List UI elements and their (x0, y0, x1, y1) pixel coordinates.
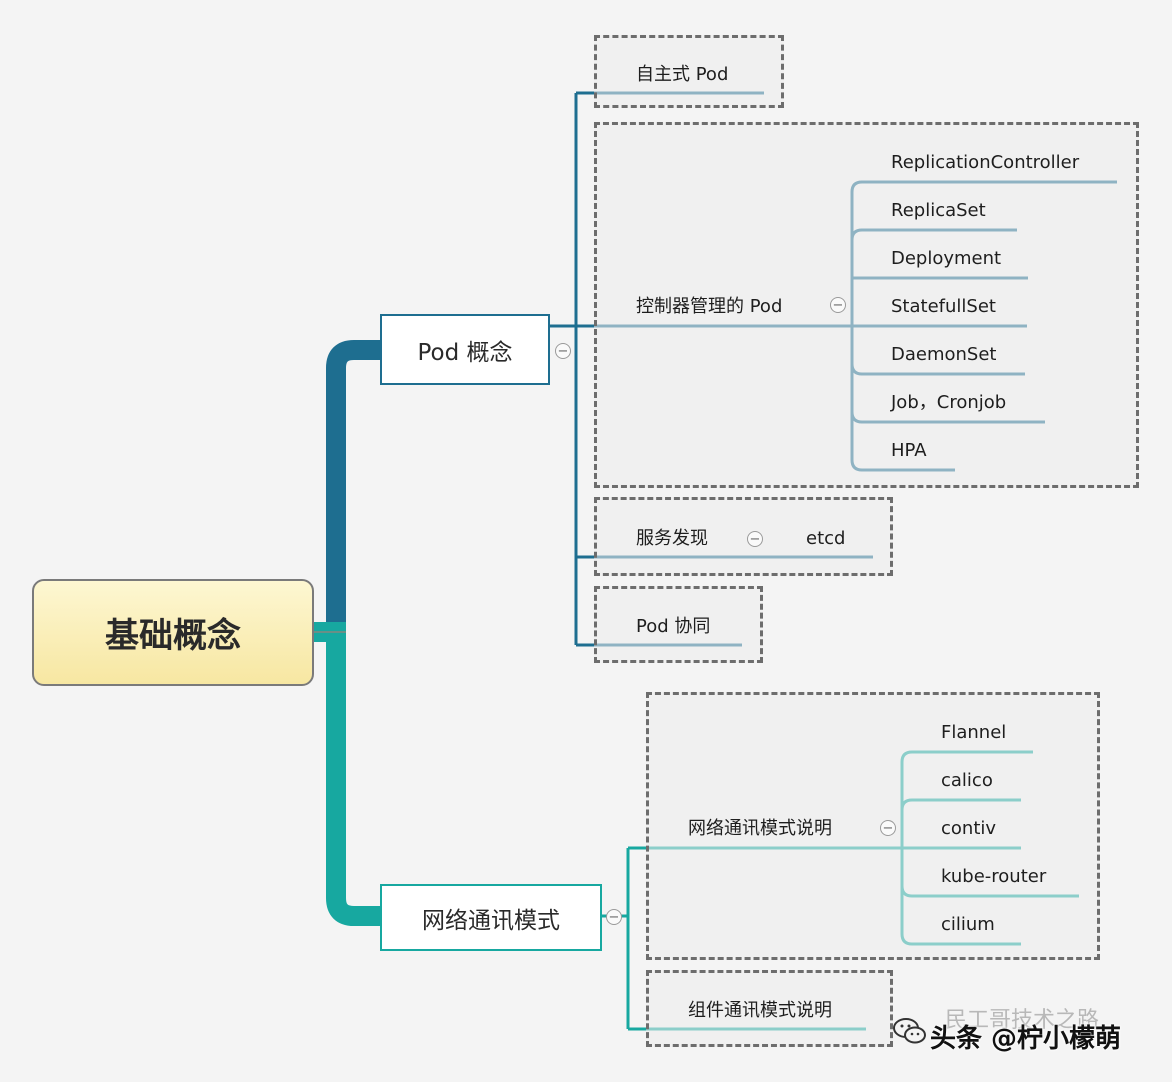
pod-concept-label: Pod 概念 (417, 339, 513, 366)
controller-item[interactable]: DaemonSet (891, 344, 997, 365)
controller-item[interactable]: ReplicationController (891, 152, 1080, 173)
controller-collapse-icon[interactable]: − (830, 297, 846, 313)
self-pod-frame (594, 35, 784, 108)
controller-item[interactable]: HPA (891, 440, 927, 461)
controller-label[interactable]: 控制器管理的 Pod (636, 296, 783, 317)
self-pod-label[interactable]: 自主式 Pod (636, 64, 729, 85)
network-collapse-icon[interactable]: − (606, 909, 622, 925)
controller-item[interactable]: Deployment (891, 248, 1002, 269)
component-desc-frame (646, 970, 893, 1047)
network-plugin-item[interactable]: cilium (941, 914, 995, 935)
service-discovery-frame (594, 497, 893, 576)
pod-concept-collapse-icon[interactable]: − (555, 343, 571, 359)
pod-cooperation-label[interactable]: Pod 协同 (636, 616, 711, 637)
network-desc-label[interactable]: 网络通讯模式说明 (688, 818, 832, 839)
root-node[interactable]: 基础概念 (32, 579, 314, 686)
network-label: 网络通讯模式 (422, 907, 560, 934)
root-to-network-connector (314, 622, 380, 926)
network-plugin-item[interactable]: calico (941, 770, 993, 791)
network-plugin-item[interactable]: contiv (941, 818, 997, 839)
root-to-pod-connector (314, 340, 380, 642)
wechat-icon (893, 1018, 926, 1044)
etcd-label[interactable]: etcd (806, 528, 846, 549)
controller-item[interactable]: StatefullSet (891, 296, 996, 317)
watermark-faint-text: 民工哥技术之路 (945, 1008, 1100, 1033)
network-desc-frame (646, 692, 1100, 960)
controller-frame (594, 122, 1139, 488)
component-desc-label[interactable]: 组件通讯模式说明 (688, 1000, 832, 1021)
pod-concept-node[interactable]: Pod 概念 (380, 314, 550, 385)
network-desc-collapse-icon[interactable]: − (880, 820, 896, 836)
root-label: 基础概念 (105, 616, 241, 656)
controller-item[interactable]: Job，Cronjob (891, 392, 1007, 413)
service-discovery-label[interactable]: 服务发现 (636, 528, 708, 549)
pod-cooperation-frame (594, 586, 763, 663)
network-plugin-item[interactable]: kube-router (941, 866, 1047, 887)
network-node[interactable]: 网络通讯模式 (380, 884, 602, 951)
watermark-text: 头条 @柠小檬萌 (930, 1024, 1122, 1054)
controller-item[interactable]: ReplicaSet (891, 200, 986, 221)
network-plugin-item[interactable]: Flannel (941, 722, 1007, 743)
service-discovery-collapse-icon[interactable]: − (747, 531, 763, 547)
